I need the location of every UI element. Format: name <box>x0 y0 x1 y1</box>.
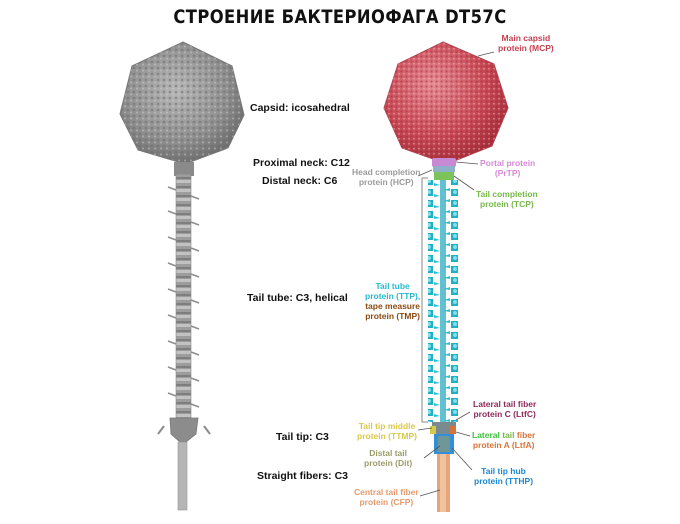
grey-tail-spikes <box>167 186 200 408</box>
ltfa-label: Lateral tail fiber protein A (LtfA) <box>472 430 536 450</box>
grey-neck <box>174 162 194 176</box>
grey-tail-tube <box>175 173 192 420</box>
straight-fibers-label: Straight fibers: C3 <box>257 470 349 482</box>
prtp-label: Portal protein(PrTP) <box>480 158 536 178</box>
head-completion-region <box>433 166 455 172</box>
leader-lines <box>417 51 495 497</box>
portal-region <box>432 158 456 167</box>
grey-phage-model <box>119 41 245 511</box>
grey-straight-fiber <box>177 441 188 511</box>
capsid-label: Capsid: icosahedral <box>250 102 350 114</box>
tail-completion-region <box>434 172 454 180</box>
tail-tube-label: Tail tube: C3, helical <box>247 292 348 304</box>
tail-tip-label: Tail tip: C3 <box>276 431 329 443</box>
ttp-tmp-label: Tail tube protein (TTP), tape measure pr… <box>365 281 421 321</box>
distal-neck-label: Distal neck: C6 <box>262 175 338 187</box>
proximal-neck-label: Proximal neck: C12 <box>253 157 350 169</box>
colored-phage-model <box>383 41 509 512</box>
grey-tail-tip <box>169 417 199 443</box>
page-title: СТРОЕНИЕ БАКТЕРИОФАГА DT57C <box>173 6 507 28</box>
